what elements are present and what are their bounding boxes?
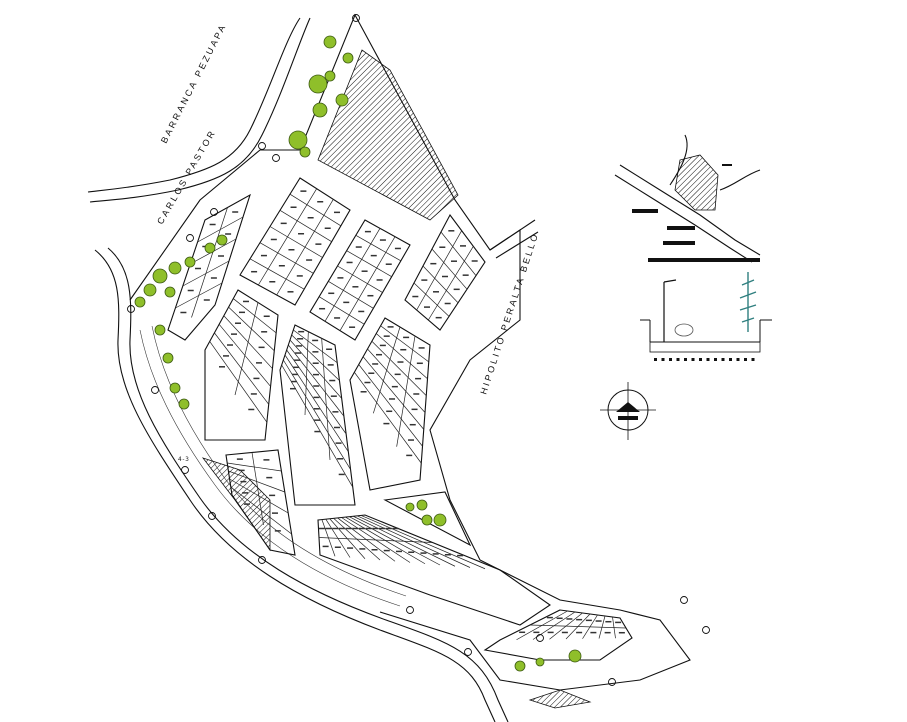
tree-icon [184, 256, 196, 268]
block-i [167, 193, 251, 341]
manhole-icon [208, 512, 216, 520]
manhole-icon [608, 678, 616, 686]
manhole-icon [151, 386, 159, 394]
manhole-icon [258, 142, 266, 150]
circle-markers [127, 14, 710, 686]
block-e [279, 324, 356, 506]
perimeter-road [94, 247, 509, 722]
manhole-icon [127, 305, 135, 313]
tree-icon [204, 242, 216, 254]
tree-icon [433, 513, 447, 527]
tree-icon [152, 268, 168, 284]
hatched-area-north [317, 49, 459, 221]
block-c [404, 213, 486, 331]
manhole-icon [680, 596, 688, 604]
manhole-icon [352, 14, 360, 22]
tree-icon [299, 146, 311, 158]
tree-icon [324, 70, 336, 82]
manhole-icon [536, 634, 544, 642]
tree-icon [164, 286, 176, 298]
tree-icon [335, 93, 349, 107]
lot-blocks [167, 177, 633, 661]
tree-icon [169, 382, 181, 394]
location-map-inset [614, 134, 761, 263]
street-label-hipolito: HIPOLITO PERALTA BELLO [478, 231, 540, 396]
tree-icon [154, 324, 166, 336]
manhole-icon [186, 234, 194, 242]
block-j [483, 609, 633, 661]
tree-icon [514, 660, 526, 672]
hatched-area-southwest [201, 457, 271, 552]
tree-icon [134, 296, 146, 308]
east-street [489, 219, 539, 259]
block-b [309, 219, 411, 341]
development-boundary [129, 13, 691, 691]
tree-icon [405, 502, 415, 512]
street-label-barranca: BARRANCA PEZUAPA [159, 22, 228, 145]
tree-icon [168, 261, 182, 275]
manhole-icon [181, 466, 189, 474]
hatched-area-south [528, 689, 592, 709]
block-g [225, 449, 296, 556]
block-f [349, 317, 431, 491]
manhole-icon [272, 154, 280, 162]
trees [134, 35, 582, 672]
block-h [317, 514, 551, 626]
street-section-sketch [640, 272, 772, 361]
manhole-icon [406, 606, 414, 614]
block-a [239, 177, 351, 306]
tree-icon [421, 514, 433, 526]
manhole-icon [210, 208, 218, 216]
tree-icon [312, 102, 328, 118]
tree-icon [535, 657, 545, 667]
tree-icon [288, 130, 308, 150]
manhole-icon [464, 648, 472, 656]
manhole-icon [702, 626, 710, 634]
ravine-edge [87, 17, 311, 203]
tree-icon [143, 283, 157, 297]
tree-icon [308, 74, 328, 94]
block-d [204, 289, 279, 441]
tree-icon [323, 35, 337, 49]
tree-icon [416, 499, 428, 511]
manhole-icon [258, 556, 266, 564]
north-arrow-icon [600, 382, 656, 440]
tree-icon [342, 52, 354, 64]
tree-icon [216, 234, 228, 246]
block-code: 4-3 [178, 456, 189, 463]
tree-icon [568, 649, 582, 663]
tree-icon [178, 398, 190, 410]
tree-icon [162, 352, 174, 364]
